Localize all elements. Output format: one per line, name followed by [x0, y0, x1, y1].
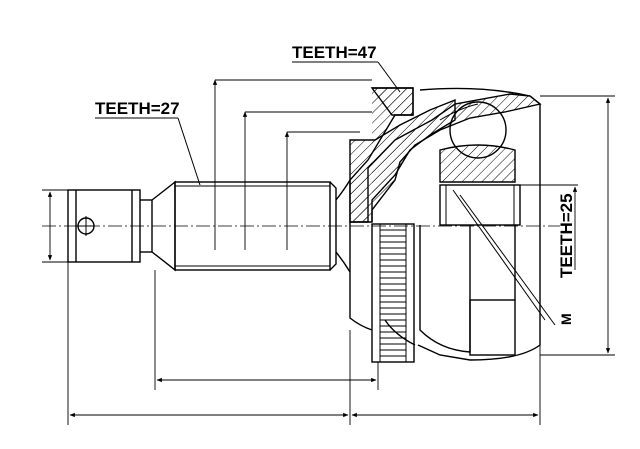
thread-mark-label: M	[558, 313, 574, 325]
teeth-outer-ring-label: TEETH=47	[292, 43, 377, 62]
dimension-lines	[42, 79, 615, 425]
bell-housing	[349, 87, 542, 361]
teeth-shaft-label: TEETH=27	[95, 99, 180, 118]
teeth-inner-label: TEETH=25	[557, 193, 576, 278]
abs-tone-ring	[371, 223, 415, 363]
threaded-end	[67, 180, 176, 272]
leader-lines	[95, 61, 556, 326]
inner-race	[419, 101, 521, 356]
